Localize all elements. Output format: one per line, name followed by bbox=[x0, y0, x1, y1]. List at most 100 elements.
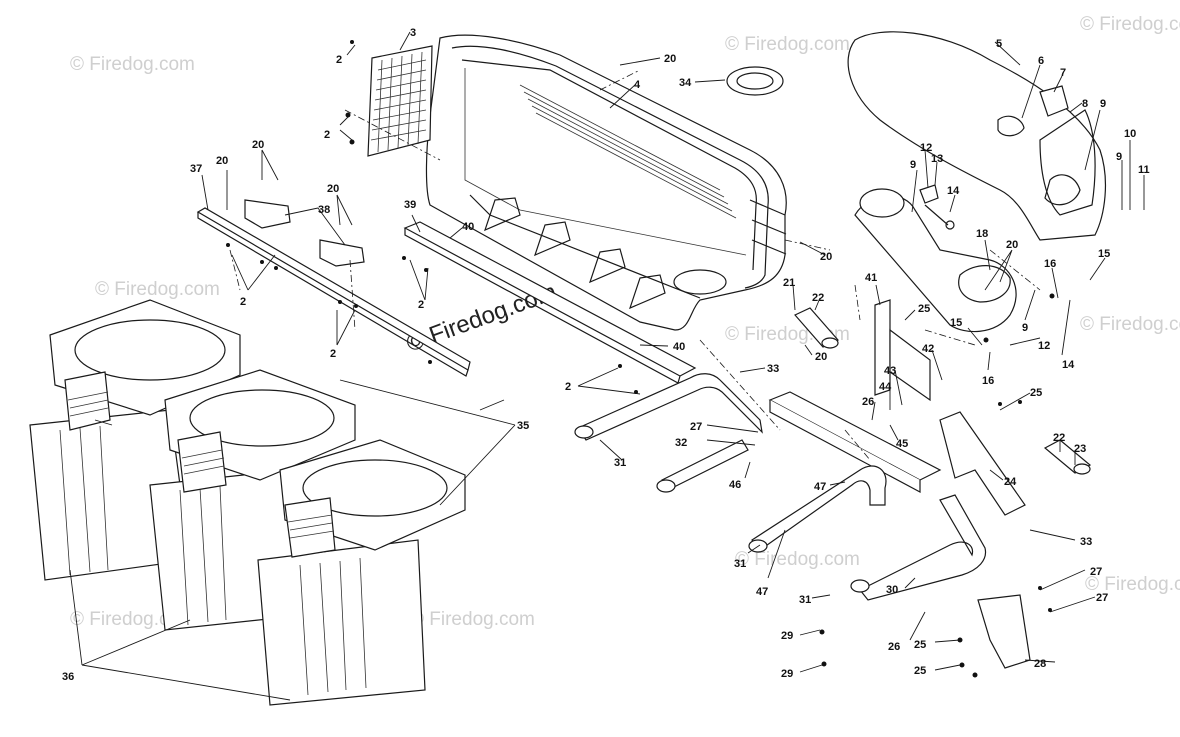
label-27: 27 bbox=[690, 421, 702, 433]
label-2: 2 bbox=[330, 348, 336, 360]
label-25: 25 bbox=[918, 303, 930, 315]
label-12: 12 bbox=[920, 142, 932, 154]
label-2: 2 bbox=[324, 129, 330, 141]
label-16: 16 bbox=[982, 375, 994, 387]
alignment-lines bbox=[229, 69, 1041, 461]
label-22: 22 bbox=[812, 292, 824, 304]
label-21: 21 bbox=[783, 277, 795, 289]
label-9: 9 bbox=[910, 159, 916, 171]
label-33: 33 bbox=[767, 363, 779, 375]
label-45: 45 bbox=[896, 438, 908, 450]
label-31: 31 bbox=[614, 457, 626, 469]
label-39: 39 bbox=[404, 199, 416, 211]
label-26: 26 bbox=[888, 641, 900, 653]
watermark-text: © Firedog.com bbox=[410, 609, 535, 630]
watermark-text: © Firedog.com bbox=[1085, 574, 1180, 595]
label-15: 15 bbox=[1098, 248, 1110, 260]
watermark-text: © Firedog.com bbox=[1080, 14, 1180, 35]
leader-lines bbox=[69, 31, 1145, 701]
label-15: 15 bbox=[950, 317, 962, 329]
watermark-text: © Firedog.com bbox=[70, 54, 195, 75]
hardware-dots bbox=[226, 40, 1055, 678]
label-47: 47 bbox=[756, 586, 768, 598]
label-14: 14 bbox=[947, 185, 960, 197]
label-18: 18 bbox=[976, 228, 988, 240]
label-32: 32 bbox=[675, 437, 687, 449]
label-12: 12 bbox=[1038, 340, 1050, 352]
label-16: 16 bbox=[1044, 258, 1056, 270]
label-29: 29 bbox=[781, 668, 793, 680]
ring-part bbox=[726, 66, 784, 96]
label-6: 6 bbox=[1038, 55, 1044, 67]
label-34: 34 bbox=[679, 77, 692, 89]
label-33: 33 bbox=[1080, 536, 1092, 548]
label-35: 35 bbox=[517, 420, 529, 432]
label-11: 11 bbox=[1138, 164, 1150, 176]
label-3: 3 bbox=[410, 27, 416, 39]
label-20: 20 bbox=[252, 139, 264, 151]
side-brackets bbox=[874, 299, 1031, 669]
label-27: 27 bbox=[1096, 592, 1108, 604]
grass-bag-right bbox=[257, 439, 466, 706]
label-47: 47 bbox=[814, 481, 826, 493]
label-20: 20 bbox=[216, 155, 228, 167]
label-40: 40 bbox=[462, 221, 474, 233]
label-20: 20 bbox=[815, 351, 827, 363]
label-20: 20 bbox=[327, 183, 339, 195]
label-25: 25 bbox=[914, 665, 926, 677]
discharge-chute bbox=[847, 31, 1107, 241]
label-4: 4 bbox=[634, 79, 641, 91]
label-2: 2 bbox=[565, 381, 571, 393]
label-44: 44 bbox=[879, 381, 892, 393]
rollers bbox=[794, 307, 1092, 475]
watermark-text: © Firedog.com bbox=[725, 34, 850, 55]
label-10: 10 bbox=[1124, 128, 1136, 140]
label-23: 23 bbox=[1074, 443, 1086, 455]
label-20: 20 bbox=[1006, 239, 1018, 251]
label-2: 2 bbox=[240, 296, 246, 308]
label-25: 25 bbox=[914, 639, 926, 651]
grass-bag-left bbox=[29, 299, 241, 581]
label-20: 20 bbox=[664, 53, 676, 65]
label-13: 13 bbox=[931, 153, 943, 165]
label-38: 38 bbox=[318, 204, 330, 216]
label-36: 36 bbox=[62, 671, 74, 683]
label-9: 9 bbox=[1100, 98, 1106, 110]
latch-part bbox=[997, 85, 1069, 137]
catcher-lid bbox=[425, 34, 787, 331]
label-30: 30 bbox=[886, 584, 898, 596]
filter-screen bbox=[367, 45, 433, 157]
chute-adapter bbox=[854, 184, 1017, 333]
label-26: 26 bbox=[862, 396, 874, 408]
label-24: 24 bbox=[1004, 476, 1017, 488]
label-9: 9 bbox=[1116, 151, 1122, 163]
label-41: 41 bbox=[865, 272, 877, 284]
label-25: 25 bbox=[1030, 387, 1042, 399]
deflector-plate bbox=[403, 221, 697, 384]
label-43: 43 bbox=[884, 365, 896, 377]
label-37: 37 bbox=[190, 163, 202, 175]
label-14: 14 bbox=[1062, 359, 1075, 371]
support-frame bbox=[574, 373, 987, 601]
watermark-text: © Firedog.com bbox=[735, 549, 860, 570]
label-42: 42 bbox=[922, 343, 934, 355]
label-20: 20 bbox=[820, 251, 832, 263]
label-27: 27 bbox=[1090, 566, 1102, 578]
label-31: 31 bbox=[734, 558, 746, 570]
label-46: 46 bbox=[729, 479, 741, 491]
label-40: 40 bbox=[673, 341, 685, 353]
label-28: 28 bbox=[1034, 658, 1046, 670]
watermark-text: © Firedog.com bbox=[95, 279, 220, 300]
part-labels: 3 2 2 20 4 34 5 6 7 8 9 10 9 11 12 13 9 … bbox=[62, 27, 1150, 683]
watermark-text: © Firedog.com bbox=[1080, 314, 1180, 335]
label-8: 8 bbox=[1082, 98, 1088, 110]
label-7: 7 bbox=[1060, 67, 1066, 79]
label-31: 31 bbox=[799, 594, 811, 606]
label-5: 5 bbox=[996, 38, 1002, 50]
label-22: 22 bbox=[1053, 432, 1065, 444]
label-29: 29 bbox=[781, 630, 793, 642]
label-2: 2 bbox=[418, 299, 424, 311]
label-9: 9 bbox=[1022, 322, 1028, 334]
